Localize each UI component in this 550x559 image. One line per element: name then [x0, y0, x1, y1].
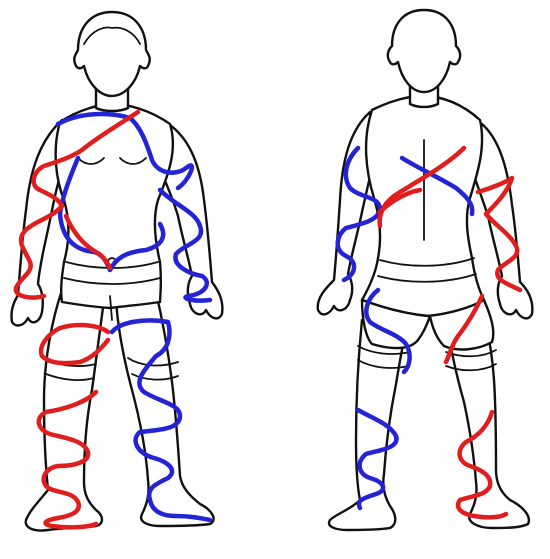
front-waistband-lower: [63, 277, 161, 285]
back-waistband-lower: [377, 273, 477, 283]
back-blue-shoulder-x: [399, 155, 475, 217]
back-left-leg: [327, 318, 410, 532]
front-red-waist-strap: [63, 213, 113, 271]
front-chest-right: [119, 157, 147, 165]
front-blue-chest-strap: [55, 111, 195, 191]
back-blue-left-arm-wrap: [335, 145, 383, 283]
back-red-right-arm-wrap: [475, 175, 523, 293]
front-chest-left: [77, 157, 105, 165]
front-red-left-leg-wrap: [36, 389, 99, 530]
front-red-left-thigh-wrap: [38, 322, 111, 366]
front-hairline: [83, 26, 141, 45]
front-red-left-arm-wrap: [13, 203, 65, 300]
front-red-chest-diagonal: [31, 109, 141, 209]
back-red-upper-back: [377, 187, 423, 215]
back-left-arm: [316, 110, 376, 316]
back-head: [386, 8, 462, 94]
front-blue-right-arm-wrap: [157, 187, 213, 303]
back-left-legband: [357, 345, 411, 369]
back-red-hip-wrap: [443, 293, 485, 365]
back-waistband: [379, 257, 475, 267]
front-head: [73, 10, 151, 98]
back-blue-left-leg-wrap: [355, 407, 399, 511]
back-blue-hip-wrap: [364, 287, 412, 375]
front-straps: [13, 109, 213, 530]
front-blue-right-leg-wrap: [109, 318, 213, 523]
front-torso: [54, 102, 175, 310]
front-right-leg: [114, 290, 215, 528]
front-crotch-line: [109, 295, 113, 321]
back-right-arm: [468, 122, 534, 320]
back-straps: [335, 145, 523, 520]
back-red-right-leg-wrap: [455, 409, 509, 520]
